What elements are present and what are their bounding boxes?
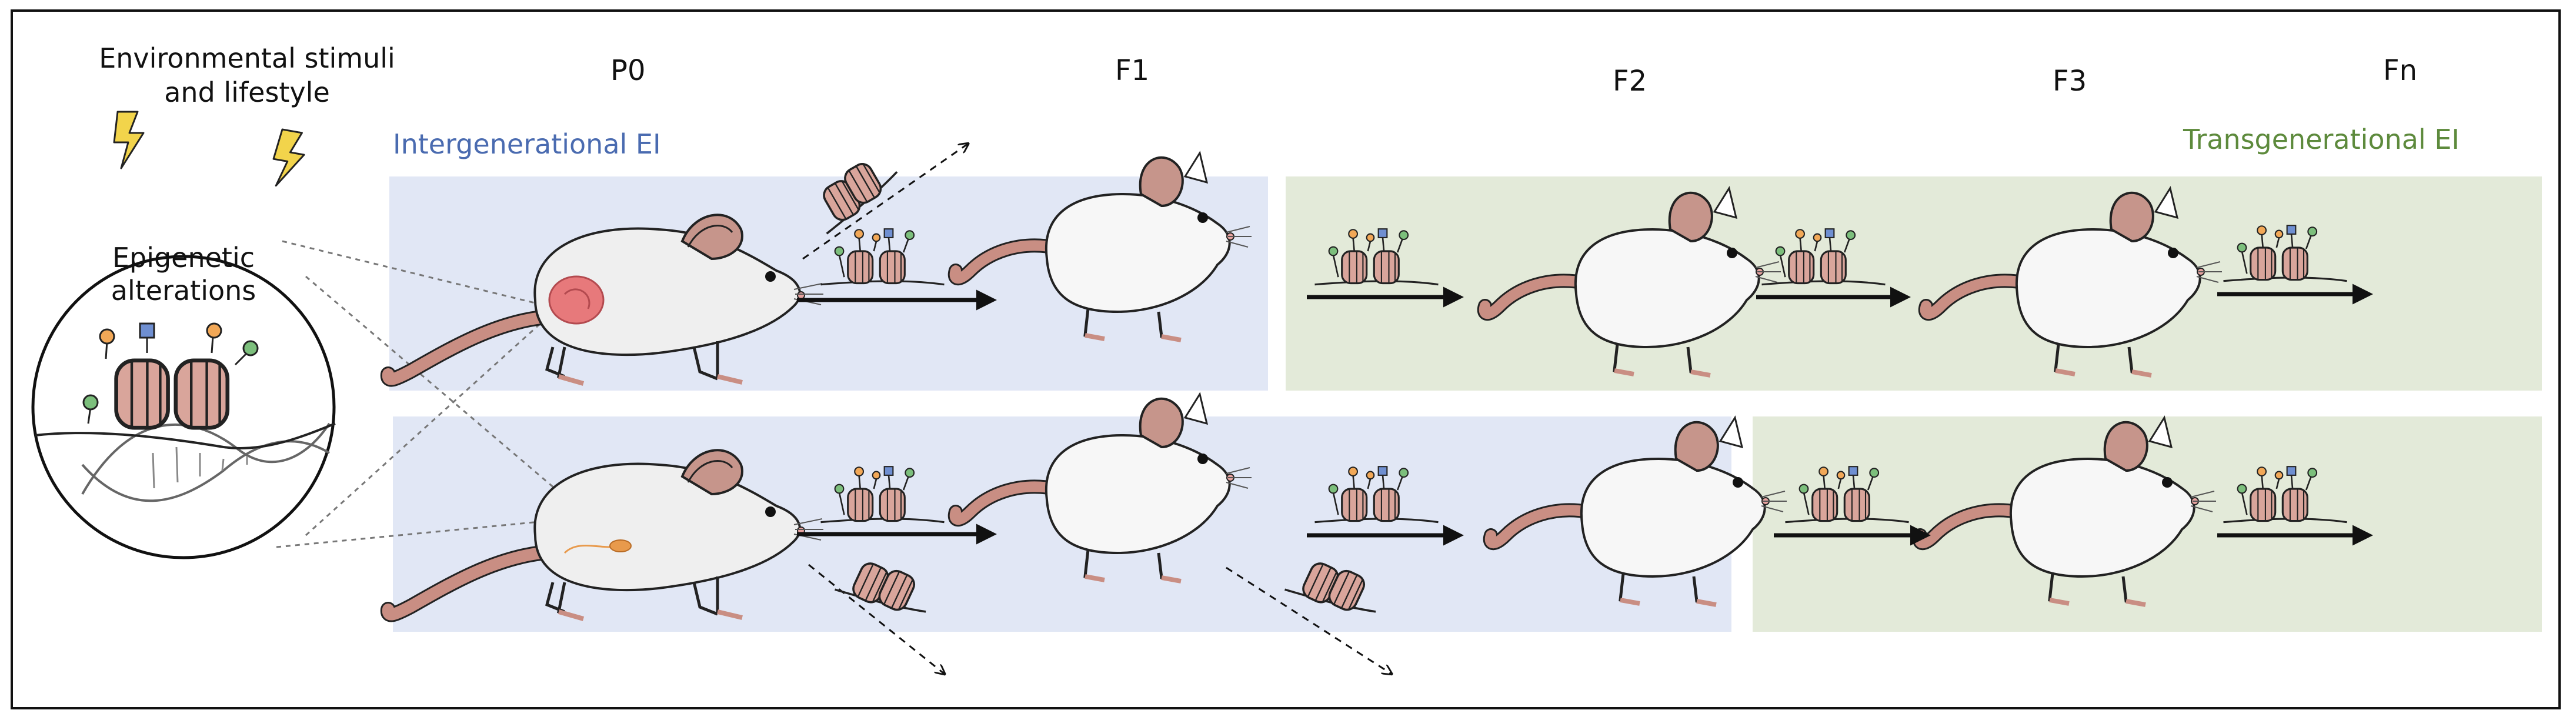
mouse-icon-p0-male bbox=[388, 450, 823, 619]
generation-label-fn: Fn bbox=[2383, 54, 2418, 87]
environment-label: Environmental stimuli and lifestyle bbox=[82, 41, 412, 109]
epigenetic-label-line1: Epigenetic bbox=[112, 242, 255, 274]
dna-icon bbox=[35, 422, 336, 502]
generation-label-f2: F2 bbox=[1613, 65, 1647, 98]
lightning-icon bbox=[113, 111, 145, 169]
arrow-icon bbox=[797, 284, 2373, 546]
epigenetic-circle bbox=[31, 255, 336, 559]
epigenetic-label-line2: alterations bbox=[111, 275, 256, 306]
figure-frame bbox=[11, 9, 2561, 709]
transgenerational-box-top bbox=[1286, 176, 2542, 391]
dashed-arrow-icon bbox=[802, 144, 1391, 674]
generation-label-p0: P0 bbox=[610, 54, 646, 87]
zoom-guide-lines bbox=[276, 240, 583, 548]
generation-label-f3: F3 bbox=[2053, 65, 2087, 98]
transgenerational-label: Transgenerational EI bbox=[2183, 124, 2460, 155]
generation-label-f1: F1 bbox=[1115, 54, 1150, 87]
lightning-icon bbox=[268, 128, 309, 191]
environment-label-line2: and lifestyle bbox=[164, 76, 330, 108]
environment-label-line1: Environmental stimuli bbox=[99, 42, 395, 74]
intergenerational-label: Intergenerational EI bbox=[393, 128, 661, 160]
epigenetic-label: Epigenetic alterations bbox=[101, 241, 266, 307]
mouse-icon-p0-pregnant bbox=[388, 215, 823, 384]
